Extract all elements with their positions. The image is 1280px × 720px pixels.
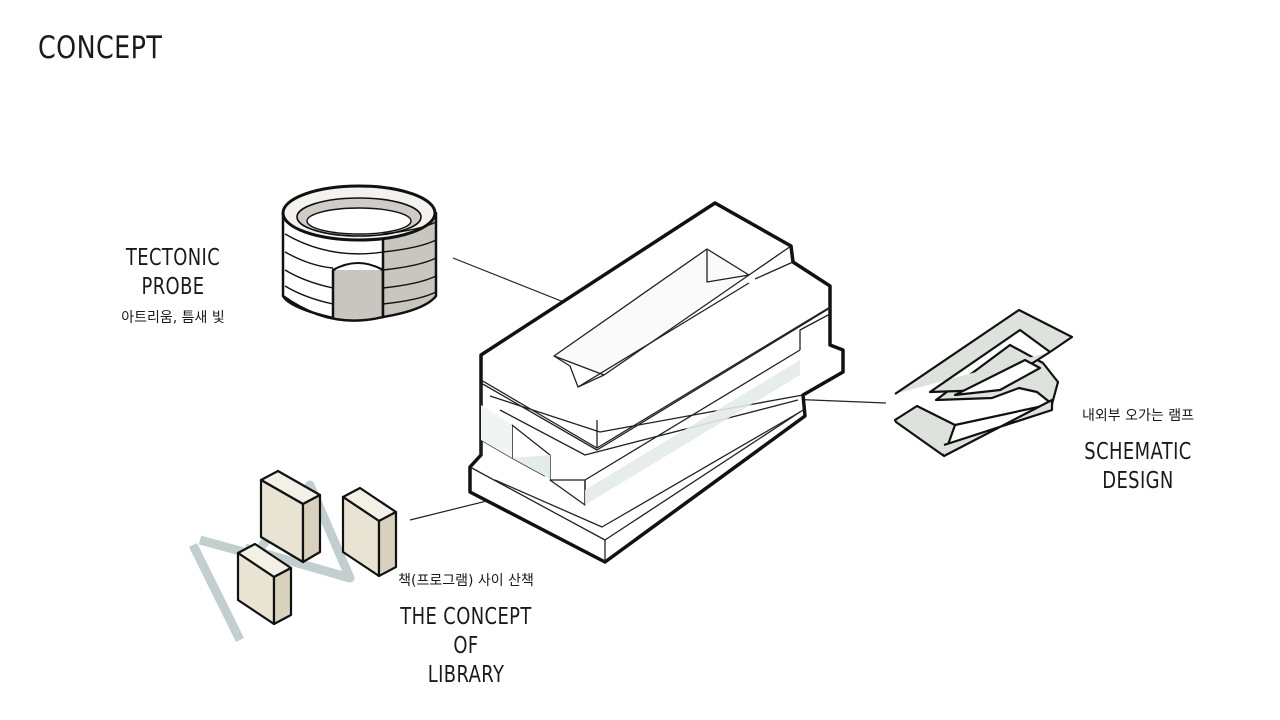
schematic-design-subtitle: 내외부 오가는 램프 xyxy=(1082,408,1194,424)
book-block xyxy=(259,469,322,564)
book-block xyxy=(236,542,293,626)
book-block xyxy=(341,486,398,578)
library-concept-title-line2: LIBRARY xyxy=(427,662,505,688)
tectonic-probe-title: TECTONIC PROBE xyxy=(125,245,221,300)
tectonic-probe-icon xyxy=(281,184,438,322)
zigzag-path xyxy=(188,480,355,642)
library-concept-icon xyxy=(188,469,398,642)
library-concept-title-line1: THE CONCEPT OF xyxy=(400,604,532,659)
tectonic-probe-subtitle: 아트리움, 틈새 빛 xyxy=(121,310,225,326)
schematic-design-title: SCHEMATIC DESIGN xyxy=(1084,439,1192,494)
library-concept-label: 책(프로그램) 사이 산책 THE CONCEPT OF LIBRARY xyxy=(366,571,566,690)
library-building-diagram xyxy=(468,201,845,564)
tectonic-probe-label: TECTONIC PROBE 아트리움, 틈새 빛 xyxy=(73,244,273,328)
library-concept-subtitle: 책(프로그램) 사이 산책 xyxy=(398,573,534,589)
schematic-design-label: 내외부 오가는 램프 SCHEMATIC DESIGN xyxy=(1038,406,1238,496)
schematic-ramp-icon xyxy=(893,308,1074,458)
page-title: CONCEPT xyxy=(38,30,163,66)
